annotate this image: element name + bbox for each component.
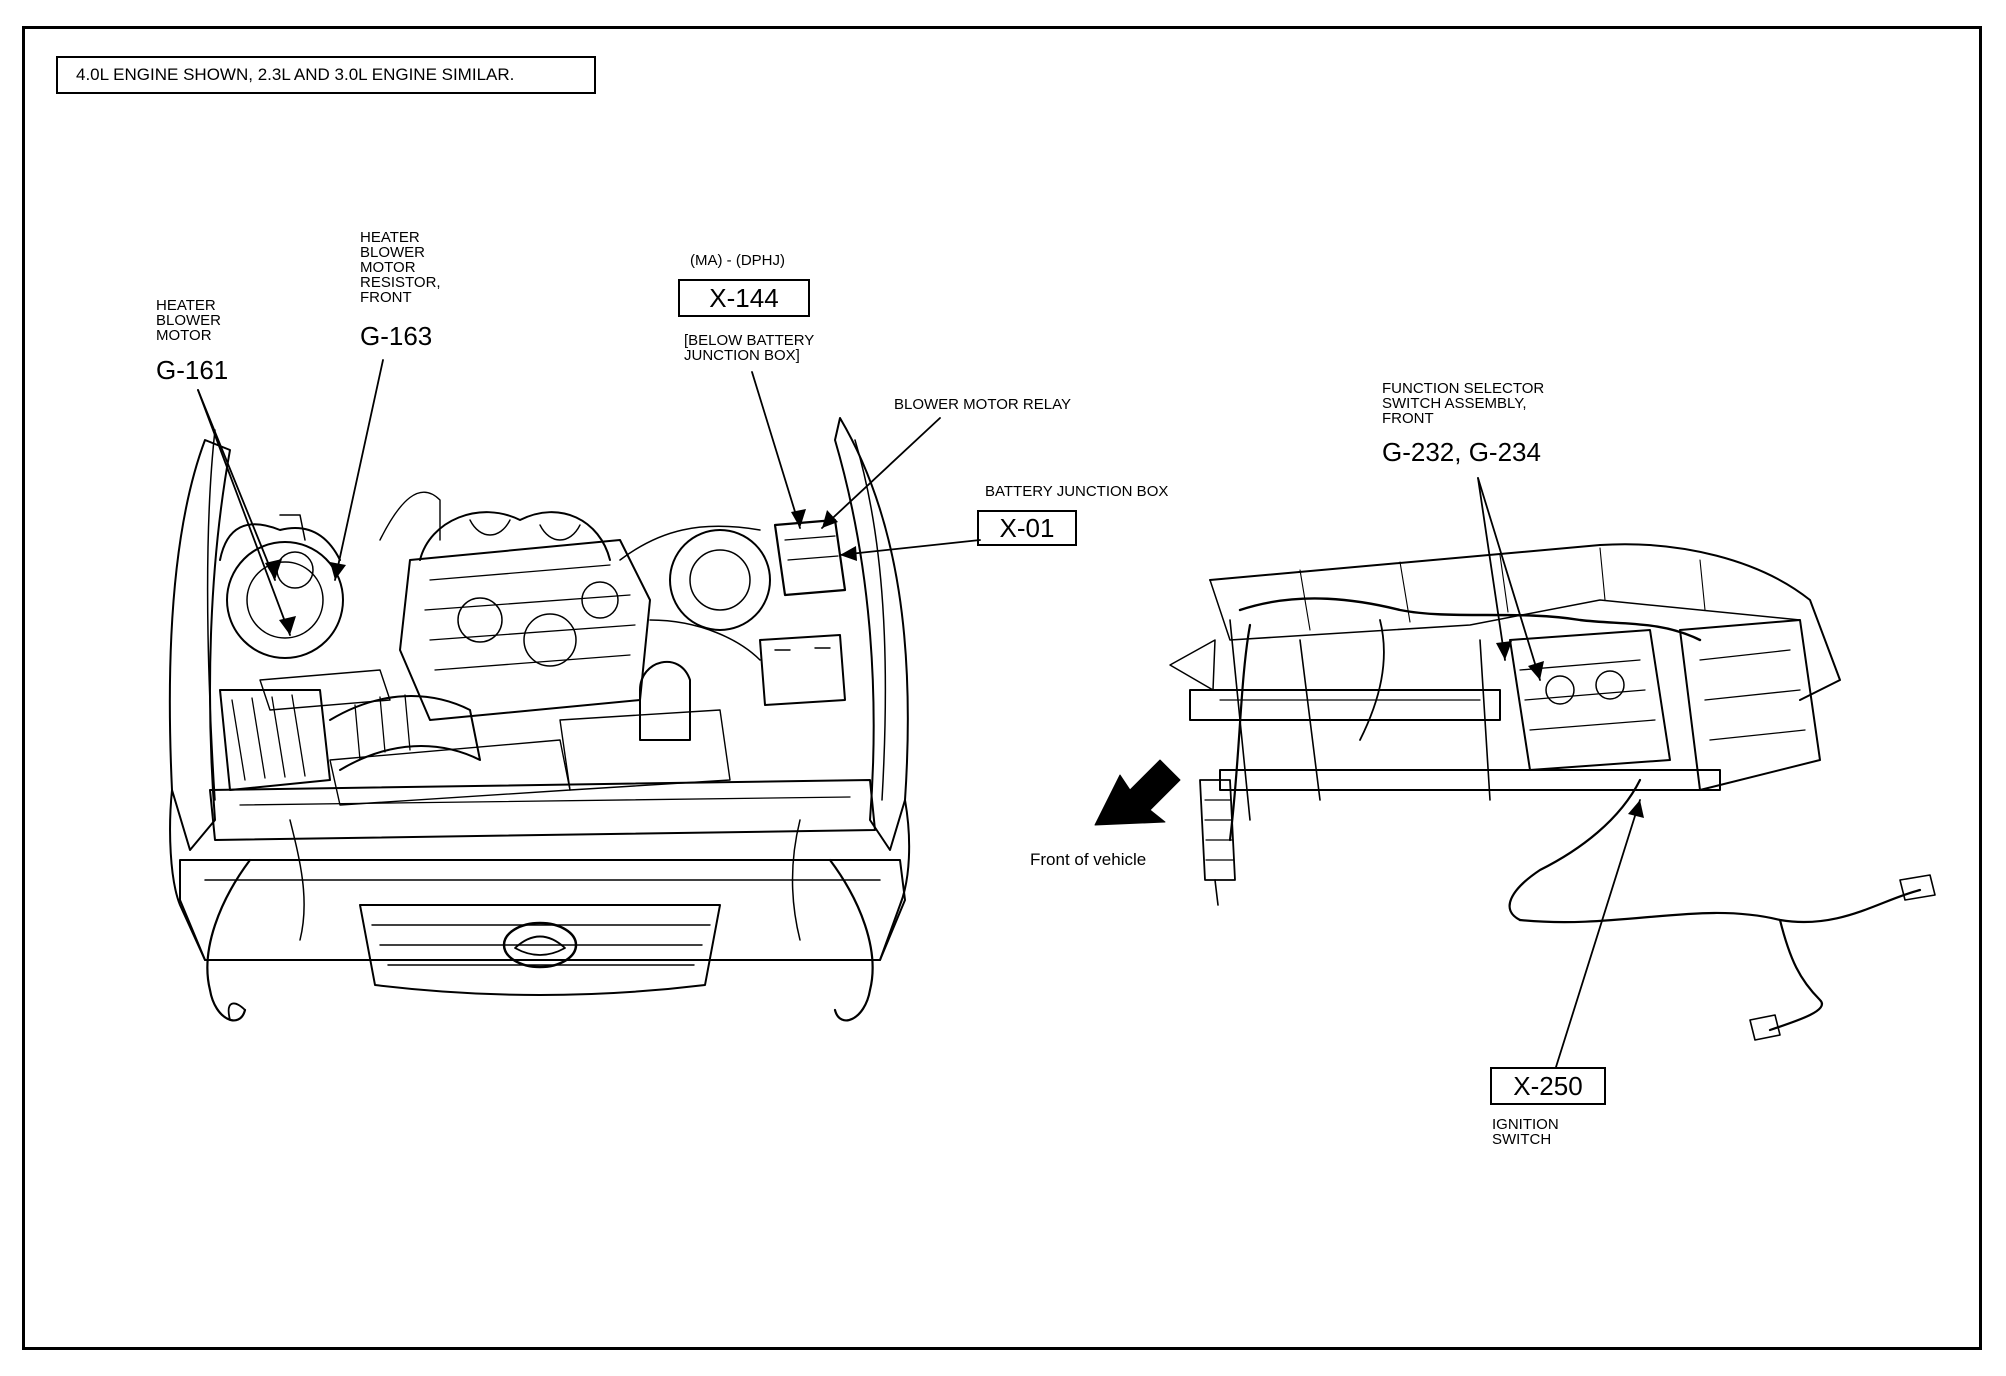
x144-code-box: X-144	[678, 279, 810, 317]
blower-motor-relay-label: BLOWER MOTOR RELAY	[894, 396, 1071, 413]
function-selector-switch-code: G-232, G-234	[1382, 437, 1541, 467]
front-arrow	[1094, 759, 1181, 826]
engine-bay-drawing	[168, 417, 911, 1022]
heater-blower-motor-resistor-code: G-163	[360, 321, 433, 351]
ignition-switch-label: IGNITION SWITCH	[1492, 1116, 1559, 1148]
heater-blower-motor-code: G-161	[156, 355, 229, 385]
instrument-panel-drawing	[1169, 543, 1936, 1041]
heater-blower-motor-label: HEATER BLOWER MOTOR	[156, 297, 222, 344]
engine-note: 4.0L ENGINE SHOWN, 2.3L AND 3.0L ENGINE …	[56, 56, 596, 94]
leader-lines	[197, 359, 1641, 1068]
x144-prefix-label: (MA) - (DPHJ)	[690, 252, 785, 269]
function-selector-switch-label: FUNCTION SELECTOR SWITCH ASSEMBLY, FRONT	[1382, 380, 1545, 427]
heater-blower-motor-resistor-label: HEATER BLOWER MOTOR RESISTOR, FRONT	[360, 229, 441, 306]
x144-location-note: [BELOW BATTERY JUNCTION BOX]	[684, 332, 815, 364]
front-of-vehicle-label: Front of vehicle	[1030, 850, 1147, 869]
x01-code-box: X-01	[977, 510, 1077, 546]
leader-arrowheads	[265, 509, 1644, 818]
x250-code-box: X-250	[1490, 1067, 1606, 1105]
battery-junction-box-label: BATTERY JUNCTION BOX	[985, 483, 1169, 500]
diagram-frame	[22, 26, 1982, 1350]
